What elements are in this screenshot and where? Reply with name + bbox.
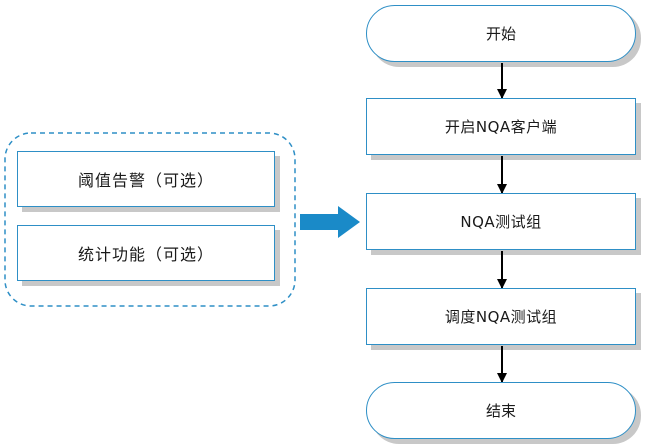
option-label: 统计功能（可选）	[77, 245, 214, 264]
end-node-label: 结束	[485, 402, 516, 420]
process-node-start-nqa-client: 开启NQA客户端	[366, 98, 636, 155]
start-node-label: 开始	[485, 25, 516, 43]
start-node: 开始	[366, 5, 636, 62]
process-node-schedule-nqa-test-group: 调度NQA测试组	[366, 288, 636, 345]
end-node: 结束	[366, 382, 636, 439]
option-label: 阈值告警（可选）	[77, 171, 214, 190]
process-node-nqa-test-group: NQA测试组	[366, 193, 636, 250]
process-node-label: 调度NQA测试组	[444, 308, 558, 326]
option-threshold-alarm: 阈值告警（可选）	[17, 151, 275, 207]
process-node-label: NQA测试组	[460, 213, 542, 231]
big-arrow-icon	[300, 206, 360, 238]
option-statistics: 统计功能（可选）	[17, 225, 275, 281]
process-node-label: 开启NQA客户端	[444, 118, 558, 136]
options-group-border	[4, 132, 296, 307]
